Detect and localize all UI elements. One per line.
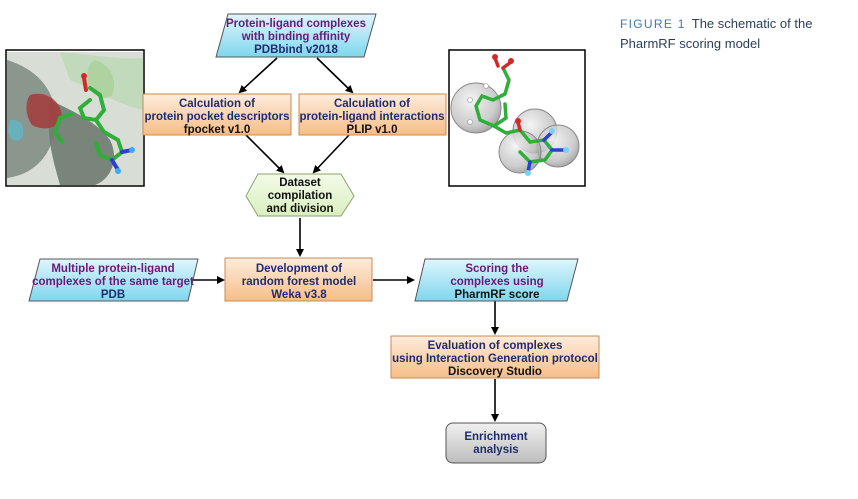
- node-weka-line3: Weka v3.8: [271, 289, 327, 301]
- node-dataset-line3: and division: [266, 203, 333, 215]
- node-weka-line1: Development of: [256, 263, 342, 275]
- node-pdb-line1: Multiple protein-ligand: [51, 263, 174, 275]
- figure-caption-text: The schematic of the PharmRF scoring mod…: [620, 16, 813, 51]
- node-plip-line2: protein-ligand interactions: [299, 111, 444, 123]
- node-discovery-line3: Discovery Studio: [448, 366, 542, 378]
- node-discovery-line1: Evaluation of complexes: [428, 340, 563, 352]
- arrow-fpocket-to-dataset: [244, 133, 285, 174]
- node-dataset: Dataset compilation and division: [245, 173, 355, 217]
- figure-label: FIGURE 1: [620, 17, 686, 31]
- pharmacophore-spheres-image: [448, 49, 586, 187]
- node-scoring-line3: PharmRF score: [454, 289, 539, 301]
- node-fpocket: Calculation of protein pocket descriptor…: [142, 93, 292, 136]
- node-pdb-line2: complexes of the same target: [32, 276, 194, 288]
- node-fpocket-line3: fpocket v1.0: [184, 124, 250, 136]
- arrow-pdbbind-to-fpocket: [238, 57, 278, 94]
- arrow-plip-to-dataset: [312, 133, 351, 174]
- node-fpocket-line1: Calculation of: [179, 98, 255, 110]
- node-discovery-line2: using Interaction Generation protocol: [392, 353, 598, 365]
- node-enrichment-line1: Enrichment: [464, 431, 527, 443]
- node-weka-line2: random forest model: [242, 276, 356, 288]
- protein-pocket-surface-image: [5, 49, 145, 187]
- node-plip-line1: Calculation of: [334, 98, 410, 110]
- node-pdb-line3: PDB: [101, 289, 125, 301]
- node-pdbbind-line3: PDBbind v2018: [254, 44, 338, 56]
- node-fpocket-line2: protein pocket descriptors: [144, 111, 289, 123]
- node-pdbbind-line1: Protein-ligand complexes: [226, 18, 366, 30]
- node-plip: Calculation of protein-ligand interactio…: [298, 93, 447, 136]
- node-weka: Development of random forest model Weka …: [224, 257, 373, 302]
- node-pdb: Multiple protein-ligand complexes of the…: [28, 258, 199, 302]
- node-discovery: Evaluation of complexes using Interactio…: [390, 335, 600, 379]
- node-enrichment-line2: analysis: [473, 444, 518, 456]
- node-pdbbind: Protein-ligand complexes with binding af…: [215, 13, 377, 58]
- node-dataset-line2: compilation: [268, 190, 333, 202]
- node-plip-line3: PLIP v1.0: [347, 124, 398, 136]
- node-scoring: Scoring the complexes using PharmRF scor…: [414, 258, 579, 302]
- node-enrichment: Enrichment analysis: [445, 422, 547, 464]
- arrow-pdbbind-to-plip: [316, 57, 354, 94]
- node-scoring-line1: Scoring the: [465, 263, 528, 275]
- node-pdbbind-line2: with binding affinity: [241, 31, 351, 43]
- node-scoring-line2: complexes using: [450, 276, 543, 288]
- connector-arrows: [191, 57, 499, 422]
- node-dataset-line1: Dataset: [279, 177, 321, 189]
